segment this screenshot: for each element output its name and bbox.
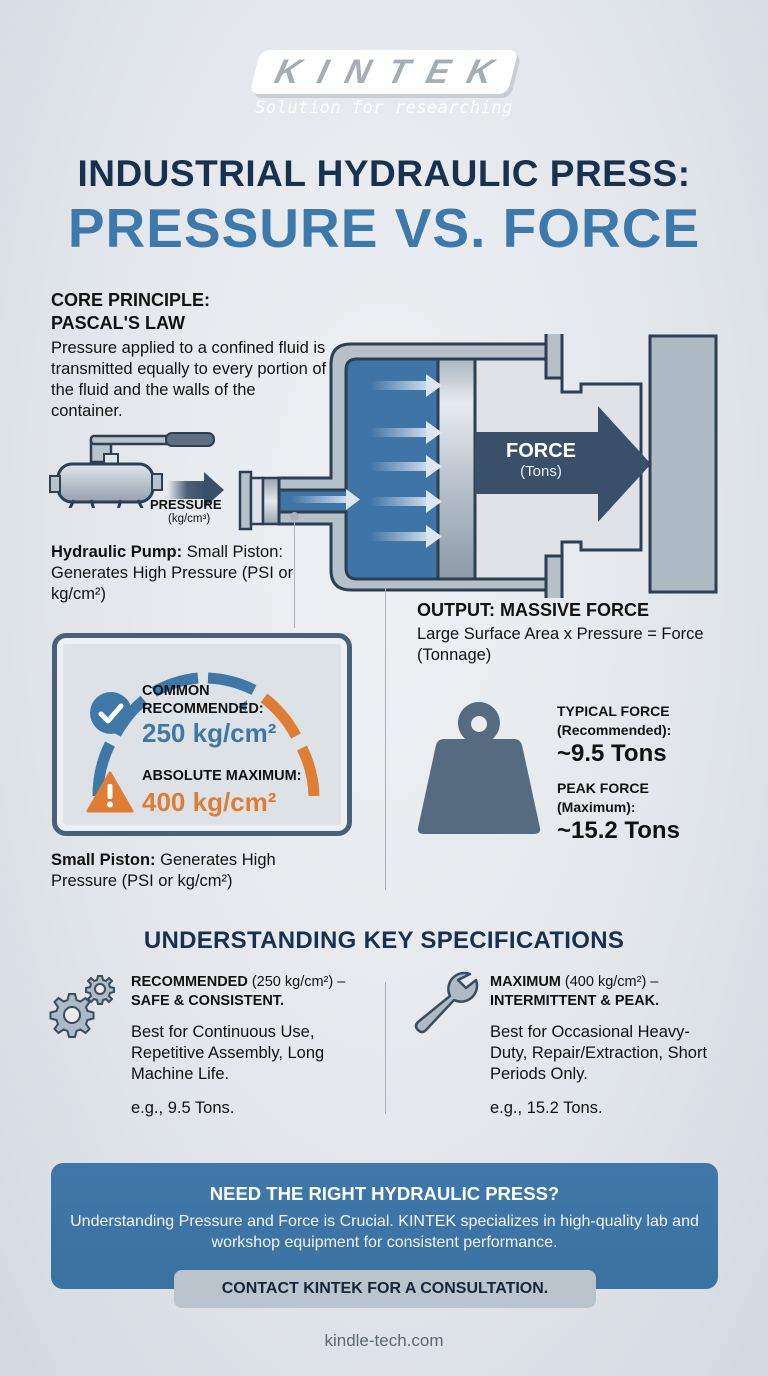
peak-force-value: ~15.2 Tons xyxy=(557,817,680,844)
spec-recommended-bold: RECOMMENDED xyxy=(131,974,248,990)
page-title: INDUSTRIAL HYDRAULIC PRESS: xyxy=(77,153,691,194)
weight-icon xyxy=(417,702,541,834)
logo-tagline: Solution for researching xyxy=(255,98,513,118)
logo-text: KINTEK xyxy=(271,52,516,91)
peak-label-line1: PEAK FORCE xyxy=(557,780,649,796)
small-piston-caption: Small Piston: Generates High Pressure (P… xyxy=(51,850,341,892)
typical-force-value: ~9.5 Tons xyxy=(557,740,667,767)
spec-maximum-paren: (400 kg/cm²) – xyxy=(560,974,659,990)
typical-label-line2: (Recommended): xyxy=(557,722,672,738)
check-circle-icon xyxy=(90,692,132,734)
spec-maximum-heading: MAXIMUM (400 kg/cm²) – INTERMITTENT & PE… xyxy=(490,973,659,1011)
pressure-arrow-label: PRESSURE xyxy=(150,497,222,512)
spec-recommended-body: Best for Continuous Use, Repetitive Asse… xyxy=(131,1023,325,1083)
peak-force-label: PEAK FORCE (Maximum): xyxy=(557,779,649,817)
hand-pump-icon xyxy=(49,432,224,508)
kintek-logo: KINTEK xyxy=(249,50,519,94)
core-principle-heading: CORE PRINCIPLE: PASCAL'S LAW xyxy=(51,289,210,335)
spec-recommended-heading: RECOMMENDED (250 kg/cm²) – SAFE & CONSIS… xyxy=(131,973,345,1011)
core-principle-text: Pressure applied to a confined fluid is … xyxy=(51,339,327,420)
spec-recommended-paren: (250 kg/cm²) – xyxy=(247,974,346,990)
recommended-pressure-value: 250 kg/cm² xyxy=(142,718,277,748)
connector-dot xyxy=(290,512,299,521)
peak-label-line2: (Maximum): xyxy=(557,799,636,815)
absolute-maximum-label: ABSOLUTE MAXIMUM: xyxy=(142,768,302,784)
typical-label-line1: TYPICAL FORCE xyxy=(557,703,670,719)
spec-maximum-example: e.g., 15.2 Tons. xyxy=(490,1099,603,1117)
specs-divider xyxy=(385,982,386,1114)
common-label-line1: COMMON xyxy=(142,683,210,699)
cta-title: NEED THE RIGHT HYDRAULIC PRESS? xyxy=(209,1183,560,1204)
force-arrow-unit: (Tons) xyxy=(520,463,562,480)
spec-recommended-subhead: SAFE & CONSISTENT. xyxy=(131,993,285,1009)
spec-maximum-bold: MAXIMUM xyxy=(490,974,561,990)
common-label-line2: RECOMMENDED: xyxy=(142,701,264,717)
gears-icon xyxy=(49,975,115,1038)
core-heading-line2: PASCAL'S LAW xyxy=(51,313,185,333)
hydraulic-press-diagram xyxy=(238,334,718,598)
core-heading-line1: CORE PRINCIPLE: xyxy=(51,290,211,310)
wrench-icon xyxy=(414,971,479,1034)
contact-kintek-button[interactable]: CONTACT KINTEK FOR A CONSULTATION. xyxy=(174,1270,596,1308)
section-divider xyxy=(385,588,386,890)
spec-recommended-example: e.g., 9.5 Tons. xyxy=(131,1099,235,1117)
pump-caption-text: Small Piston: Generates High Pressure (P… xyxy=(51,543,294,603)
warning-triangle-icon xyxy=(86,771,134,813)
page-subtitle: PRESSURE VS. FORCE xyxy=(67,197,701,259)
piston-caption-text: Generates High Pressure (PSI or kg/cm²) xyxy=(51,851,276,890)
spec-maximum-subhead: INTERMITTENT & PEAK. xyxy=(490,993,660,1009)
cta-body: Understanding Pressure and Force is Cruc… xyxy=(70,1213,699,1251)
piston-caption-bold: Small Piston: xyxy=(51,851,156,869)
force-arrow-label: FORCE xyxy=(506,440,576,462)
common-recommended-label: COMMON RECOMMENDED: xyxy=(142,682,264,718)
spec-maximum-body: Best for Occasional Heavy-Duty, Repair/E… xyxy=(490,1023,708,1083)
connector-line xyxy=(294,520,295,628)
output-heading: OUTPUT: MASSIVE FORCE xyxy=(417,600,650,620)
typical-force-label: TYPICAL FORCE (Recommended): xyxy=(557,702,671,740)
cta-banner xyxy=(51,1163,718,1289)
hydraulic-pump-caption: Hydraulic Pump: Small Piston: Generates … xyxy=(51,542,311,605)
output-formula: Large Surface Area x Pressure = Force (T… xyxy=(417,625,704,664)
pressure-arrow-unit: (kg/cm³) xyxy=(168,513,211,525)
specifications-title: UNDERSTANDING KEY SPECIFICATIONS xyxy=(143,927,625,954)
footer-website-link[interactable]: kindle-tech.com xyxy=(324,1331,444,1350)
pump-caption-bold: Hydraulic Pump: xyxy=(51,543,183,561)
maximum-pressure-value: 400 kg/cm² xyxy=(142,787,277,817)
